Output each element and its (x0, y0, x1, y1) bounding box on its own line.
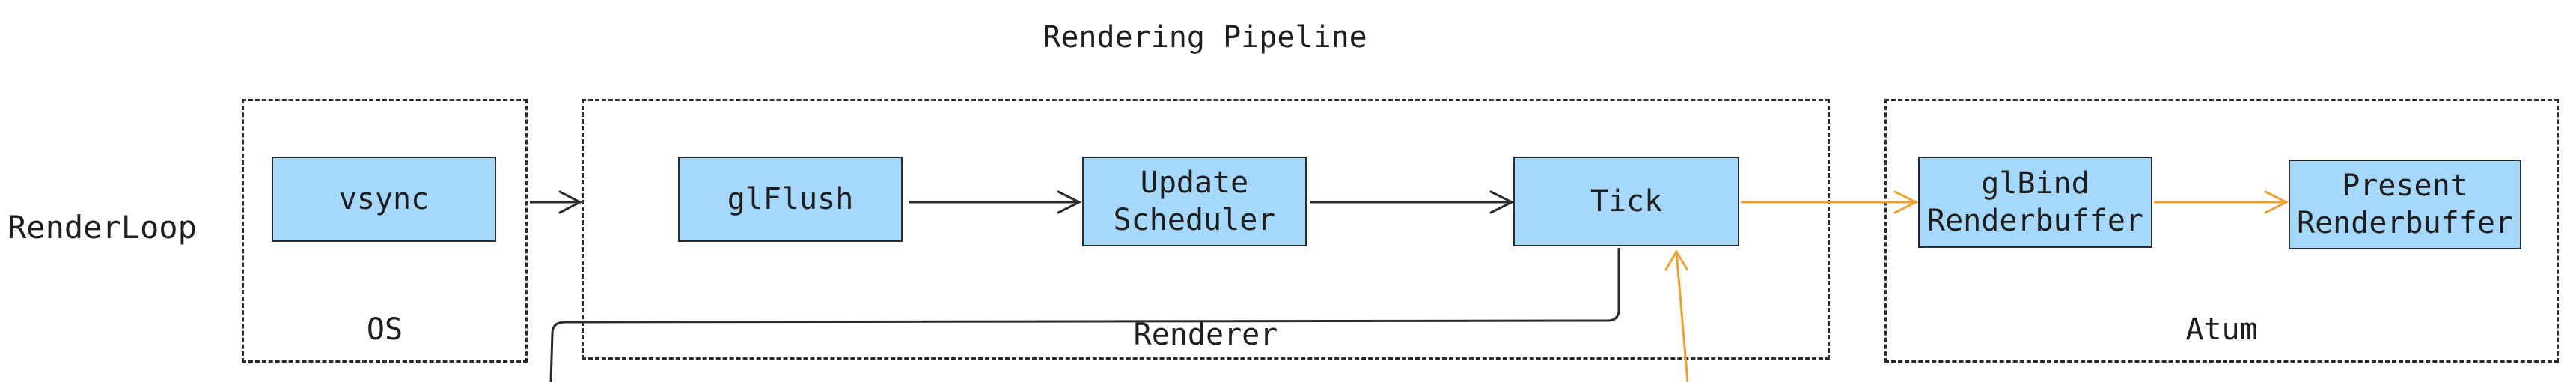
atum-group: Atum (1884, 99, 2559, 363)
glflush-node-label: glFlush (727, 182, 854, 216)
external-to-tick-arrow (1675, 251, 1689, 382)
diagram-title: Rendering Pipeline (1043, 20, 1367, 55)
renderer-group-label: Renderer (1133, 318, 1278, 352)
present-renderbuffer-node-label: Present Renderbuffer (2297, 169, 2513, 240)
glflush-to-scheduler-arrowhead (1057, 190, 1082, 214)
atum-group-label: Atum (2185, 312, 2258, 347)
tick-loop-back-line (549, 248, 1620, 382)
glbind-renderbuffer-node-label: glBind Renderbuffer (1927, 166, 2143, 238)
os-to-renderer-arrowhead (558, 190, 583, 214)
glflush-node[interactable]: glFlush (678, 157, 903, 242)
renderloop-label: RenderLoop (7, 209, 197, 246)
renderer-group: Renderer (582, 99, 1830, 360)
external-to-tick-arrowhead (1664, 249, 1688, 271)
update-scheduler-node-label: Update Scheduler (1113, 166, 1276, 237)
vsync-node-label: vsync (338, 182, 430, 216)
scheduler-to-tick-arrowhead (1489, 190, 1515, 214)
present-renderbuffer-node[interactable]: Present Renderbuffer (2289, 160, 2521, 249)
tick-to-glbind-arrowhead (1893, 190, 1919, 214)
vsync-node[interactable]: vsync (272, 157, 496, 242)
os-group: OS (242, 99, 528, 363)
tick-node[interactable]: Tick (1513, 157, 1739, 246)
glbind-to-present-arrowhead (2264, 190, 2289, 214)
os-group-label: OS (366, 312, 403, 347)
glbind-renderbuffer-node[interactable]: glBind Renderbuffer (1918, 157, 2152, 248)
tick-node-label: Tick (1590, 184, 1663, 219)
update-scheduler-node[interactable]: Update Scheduler (1082, 157, 1307, 246)
